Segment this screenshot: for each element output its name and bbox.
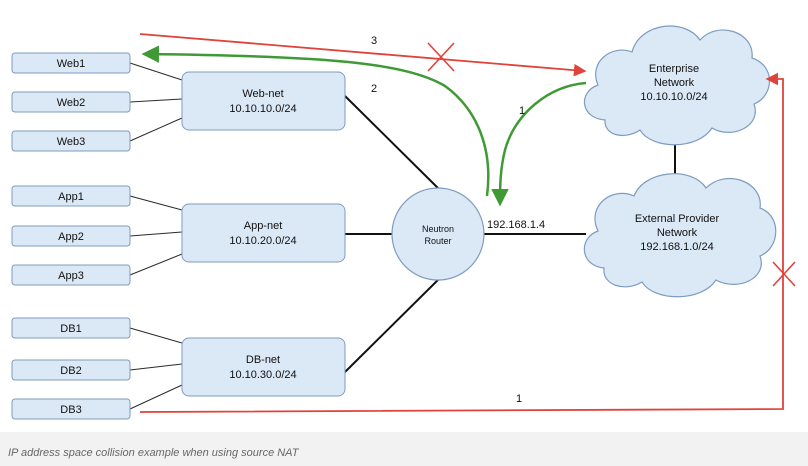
networks: Web-net 10.10.10.0/24 App-net 10.10.20.0… <box>181 71 346 397</box>
link-app2-appnet <box>129 231 183 237</box>
enterprise-cloud-line3: 10.10.10.0/24 <box>640 91 707 103</box>
host-web3-label: Web3 <box>57 136 86 148</box>
host-db3: DB3 <box>11 398 131 420</box>
host-db1: DB1 <box>11 317 131 339</box>
enterprise-network-cloud: Enterprise Network 10.10.10.0/24 <box>583 25 770 146</box>
network-diagram: Web1 Web2 Web3 App1 App2 App3 DB1 DB2 <box>0 0 808 432</box>
web-net-cidr: 10.10.10.0/24 <box>229 103 296 115</box>
router-label-line1: Neutron <box>422 224 454 234</box>
host-db3-label: DB3 <box>60 404 81 416</box>
blocked-x-icon <box>427 42 455 72</box>
host-db2-label: DB2 <box>60 365 81 377</box>
provider-cloud-shape <box>583 173 777 298</box>
network-db-net: DB-net 10.10.30.0/24 <box>181 337 346 397</box>
link-app1-appnet <box>129 195 183 211</box>
host-web1-label: Web1 <box>57 58 86 70</box>
router-ip-label: 192.168.1.4 <box>487 219 545 231</box>
host-web1: Web1 <box>11 52 131 74</box>
enterprise-cloud-line1: Enterprise <box>649 63 699 75</box>
web-net-name: Web-net <box>242 88 283 100</box>
link-app3-appnet <box>129 253 183 276</box>
link-db3-dbnet <box>129 384 183 410</box>
enterprise-cloud-line2: Network <box>654 77 695 89</box>
host-db1-label: DB1 <box>60 323 81 335</box>
host-web2-label: Web2 <box>57 97 86 109</box>
network-web-net: Web-net 10.10.10.0/24 <box>181 71 346 131</box>
link-web3-webnet <box>129 117 183 142</box>
host-app1: App1 <box>11 185 131 207</box>
app-net-name: App-net <box>244 220 283 232</box>
host-app1-label: App1 <box>58 191 84 203</box>
provider-cloud-line1: External Provider <box>635 213 720 225</box>
green-path-to-web1 <box>141 45 490 197</box>
path-label-3: 3 <box>371 35 377 47</box>
link-dbnet-router <box>344 271 447 373</box>
host-app2: App2 <box>11 225 131 247</box>
db-net-cidr: 10.10.30.0/24 <box>229 369 296 381</box>
enterprise-cloud-shape <box>583 25 770 146</box>
blocked-x-icon-right <box>772 261 796 287</box>
host-db2: DB2 <box>11 359 131 381</box>
host-app2-label: App2 <box>58 231 84 243</box>
router-label-line2: Router <box>424 236 451 246</box>
host-app3-label: App3 <box>58 270 84 282</box>
red-path-db3 <box>139 72 784 413</box>
red-path-top <box>139 33 587 77</box>
path-label-1-red: 1 <box>516 393 522 405</box>
host-app3: App3 <box>11 264 131 286</box>
external-provider-cloud: External Provider Network 192.168.1.0/24 <box>583 173 777 298</box>
figure-caption: IP address space collision example when … <box>8 447 299 459</box>
network-app-net: App-net 10.10.20.0/24 <box>181 203 346 263</box>
link-web2-webnet <box>129 98 183 103</box>
link-webnet-router <box>344 95 447 197</box>
path-label-1-green: 1 <box>519 105 525 117</box>
db-net-name: DB-net <box>246 354 280 366</box>
path-label-2: 2 <box>371 83 377 95</box>
neutron-router: Neutron Router <box>391 187 485 281</box>
link-web1-webnet <box>129 62 183 81</box>
host-links <box>129 62 183 410</box>
link-db2-dbnet <box>129 363 183 371</box>
green-path-to-router <box>491 81 587 207</box>
router-links <box>344 95 676 373</box>
provider-cloud-line3: 192.168.1.0/24 <box>640 241 713 253</box>
host-web2: Web2 <box>11 91 131 113</box>
link-db1-dbnet <box>129 327 183 344</box>
host-web3: Web3 <box>11 130 131 152</box>
app-net-cidr: 10.10.20.0/24 <box>229 235 296 247</box>
provider-cloud-line2: Network <box>657 227 698 239</box>
hosts: Web1 Web2 Web3 App1 App2 App3 DB1 DB2 <box>11 52 131 420</box>
